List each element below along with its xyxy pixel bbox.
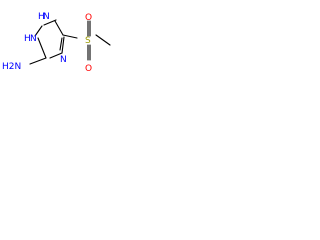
bond-c3-to-n-bottom (49, 52, 63, 59)
structure-diagram: N H N H N H2N S O O (0, 0, 145, 92)
atom-h-top: H (38, 12, 45, 22)
atom-n-left: N (30, 34, 37, 44)
atom-n-top: N (43, 12, 50, 22)
oxygen-top-atom: O (85, 13, 92, 23)
atom-n-bottom: N (60, 55, 67, 65)
bond-c5-to-s (62, 34, 78, 39)
bond-n-top-to-c5 (54, 20, 64, 36)
bond-n-top-to-h-top (43, 19, 57, 26)
sulfur-atom: S (85, 36, 91, 46)
triazole-sulfone-structure: N H N H N H2N S O O (2, 12, 111, 74)
bond-c3-to-amine (29, 57, 47, 65)
oxygen-bottom-atom: O (85, 64, 92, 74)
bond-n-left-to-n-top (34, 25, 43, 37)
bond-n-bottom-to-c5 (61, 36, 65, 54)
amine-label: H2N (2, 62, 21, 72)
bond-n-bottom-to-c5-double (59, 37, 63, 51)
bond-n-left-to-c3 (37, 37, 47, 59)
bond-s-to-methyl (95, 34, 111, 46)
atom-h-left: H (24, 34, 31, 44)
